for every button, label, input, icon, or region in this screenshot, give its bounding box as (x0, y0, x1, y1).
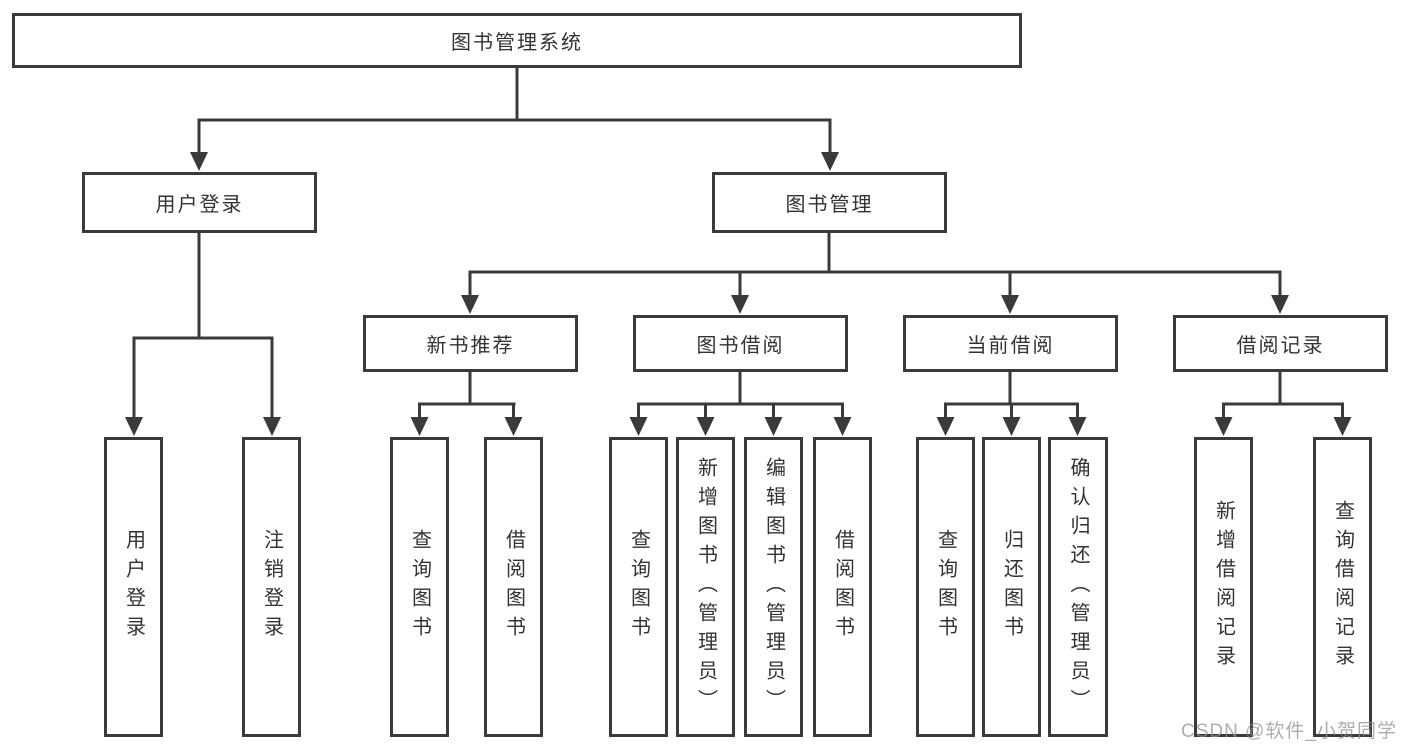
leaf-query-books-borrow: 查询图书 (609, 437, 668, 737)
leaf-edit-books-admin: 编辑图书（管理员） (744, 437, 803, 737)
node-book-borrowing: 图书借阅 (633, 315, 848, 372)
root-node-label: 图书管理系统 (451, 32, 583, 54)
leaf-add-borrow-record: 新增借阅记录 (1194, 437, 1253, 737)
connector-newbook-to-leaves (410, 372, 523, 436)
node-borrowing-records: 借阅记录 (1173, 315, 1388, 372)
leaf-logout-label: 注销登录 (260, 529, 283, 645)
leaf-query-books-borrow-label: 查询图书 (627, 529, 650, 645)
node-book-borrowing-label: 图书借阅 (696, 335, 785, 357)
leaf-return-books: 归还图书 (982, 437, 1041, 737)
connector-borrow-to-leaves (629, 372, 852, 436)
leaf-borrow-books-recommend: 借阅图书 (484, 437, 543, 737)
leaf-borrow-books-recommend-label: 借阅图书 (502, 529, 525, 645)
leaf-edit-books-admin-label: 编辑图书（管理员） (762, 456, 785, 718)
connector-current-to-leaves (936, 372, 1087, 436)
node-current-borrowing-label: 当前借阅 (966, 335, 1055, 357)
connector-bookmgmt-to-level3 (461, 233, 1289, 314)
node-book-management: 图书管理 (712, 172, 947, 233)
leaf-add-books-admin: 新增图书（管理员） (676, 437, 735, 737)
leaf-query-books-current: 查询图书 (916, 437, 975, 737)
node-new-book-recommendation-label: 新书推荐 (426, 335, 515, 357)
leaf-logout: 注销登录 (242, 437, 301, 737)
leaf-borrow-books: 借阅图书 (813, 437, 872, 737)
node-user-login-label: 用户登录 (155, 194, 244, 216)
connector-userlogin-to-leaves (125, 233, 281, 436)
leaf-add-books-admin-label: 新增图书（管理员） (694, 456, 717, 718)
leaf-user-login: 用户登录 (104, 437, 163, 737)
leaf-add-borrow-record-label: 新增借阅记录 (1212, 500, 1235, 674)
root-node-library-system: 图书管理系统 (12, 13, 1022, 68)
leaf-query-borrow-record: 查询借阅记录 (1313, 437, 1372, 737)
node-book-management-label: 图书管理 (785, 194, 874, 216)
node-user-login: 用户登录 (82, 172, 317, 233)
leaf-query-books-recommend-label: 查询图书 (408, 529, 431, 645)
node-borrowing-records-label: 借阅记录 (1236, 335, 1325, 357)
leaf-confirm-return-admin-label: 确认归还（管理员） (1067, 456, 1089, 718)
node-new-book-recommendation: 新书推荐 (363, 315, 578, 372)
csdn-watermark: CSDN @软件_小贺同学 (1181, 721, 1397, 742)
leaf-return-books-label: 归还图书 (1000, 529, 1023, 645)
connector-records-to-leaves (1214, 372, 1352, 436)
connector-root-to-level2 (190, 68, 839, 171)
node-current-borrowing: 当前借阅 (903, 315, 1118, 372)
leaf-confirm-return-admin: 确认归还（管理员） (1048, 437, 1108, 737)
leaf-query-borrow-record-label: 查询借阅记录 (1331, 500, 1354, 674)
leaf-query-books-current-label: 查询图书 (934, 529, 957, 645)
leaf-query-books-recommend: 查询图书 (390, 437, 449, 737)
leaf-user-login-label: 用户登录 (122, 529, 145, 645)
leaf-borrow-books-label: 借阅图书 (831, 529, 854, 645)
